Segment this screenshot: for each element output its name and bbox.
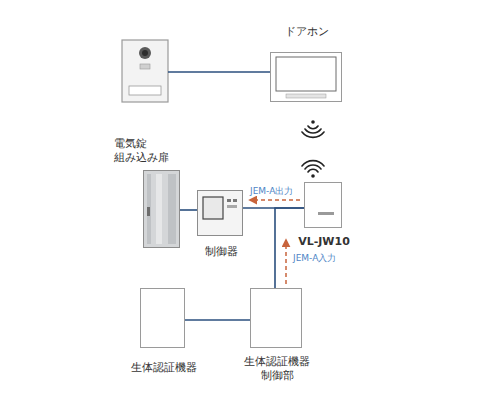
wire-connector	[185, 320, 250, 321]
wireless-symbol	[302, 161, 324, 178]
device-box: ドアホン	[270, 52, 342, 102]
device-box: 生体認証機器 制御部	[250, 288, 302, 348]
device-label: 制御器	[181, 245, 261, 259]
wire	[168, 71, 270, 73]
camera-lens-inner	[142, 50, 148, 56]
device-label: ドアホン	[257, 25, 357, 39]
door-panel-strip	[156, 174, 162, 244]
signal-arrow	[285, 240, 287, 284]
signal-arrow	[250, 199, 300, 201]
wire-line	[275, 208, 304, 288]
wireless-symbol	[302, 120, 324, 137]
device-box: 生体認証機器	[140, 288, 185, 348]
controller-screen	[203, 197, 223, 219]
call-button	[140, 64, 150, 69]
door-station	[122, 40, 168, 102]
device-label: 生体認証機器	[114, 361, 214, 375]
wire-line	[243, 207, 304, 209]
device-box: VL-JW10	[304, 182, 342, 228]
controller-key	[233, 199, 237, 202]
wire-connector	[275, 208, 304, 288]
device-box: 制御器	[197, 190, 243, 236]
wire-connector	[180, 210, 197, 211]
device-label: VL-JW10	[284, 235, 364, 249]
name-plate	[129, 86, 161, 95]
controller-key	[227, 199, 231, 202]
monitor-screen	[276, 57, 336, 91]
signal-label: JEM-A入力	[293, 253, 336, 264]
wire-connector	[243, 200, 304, 208]
camera-lens	[139, 47, 151, 59]
device-label: 電気錠 組み込み扉	[114, 137, 184, 165]
wire-line	[180, 209, 197, 211]
device-label: 生体認証機器 制御部	[227, 355, 327, 383]
door-panel-strip	[147, 174, 151, 244]
monitor-buttons	[286, 94, 326, 98]
device-box: 電気錠 組み込み扉	[143, 170, 180, 248]
logo-mark	[318, 212, 334, 215]
wire-line	[185, 319, 250, 321]
signal-label: JEM-A出力	[250, 186, 293, 197]
door-panel-strip	[168, 174, 176, 244]
controller-key	[227, 205, 237, 208]
door-handle	[147, 207, 150, 216]
